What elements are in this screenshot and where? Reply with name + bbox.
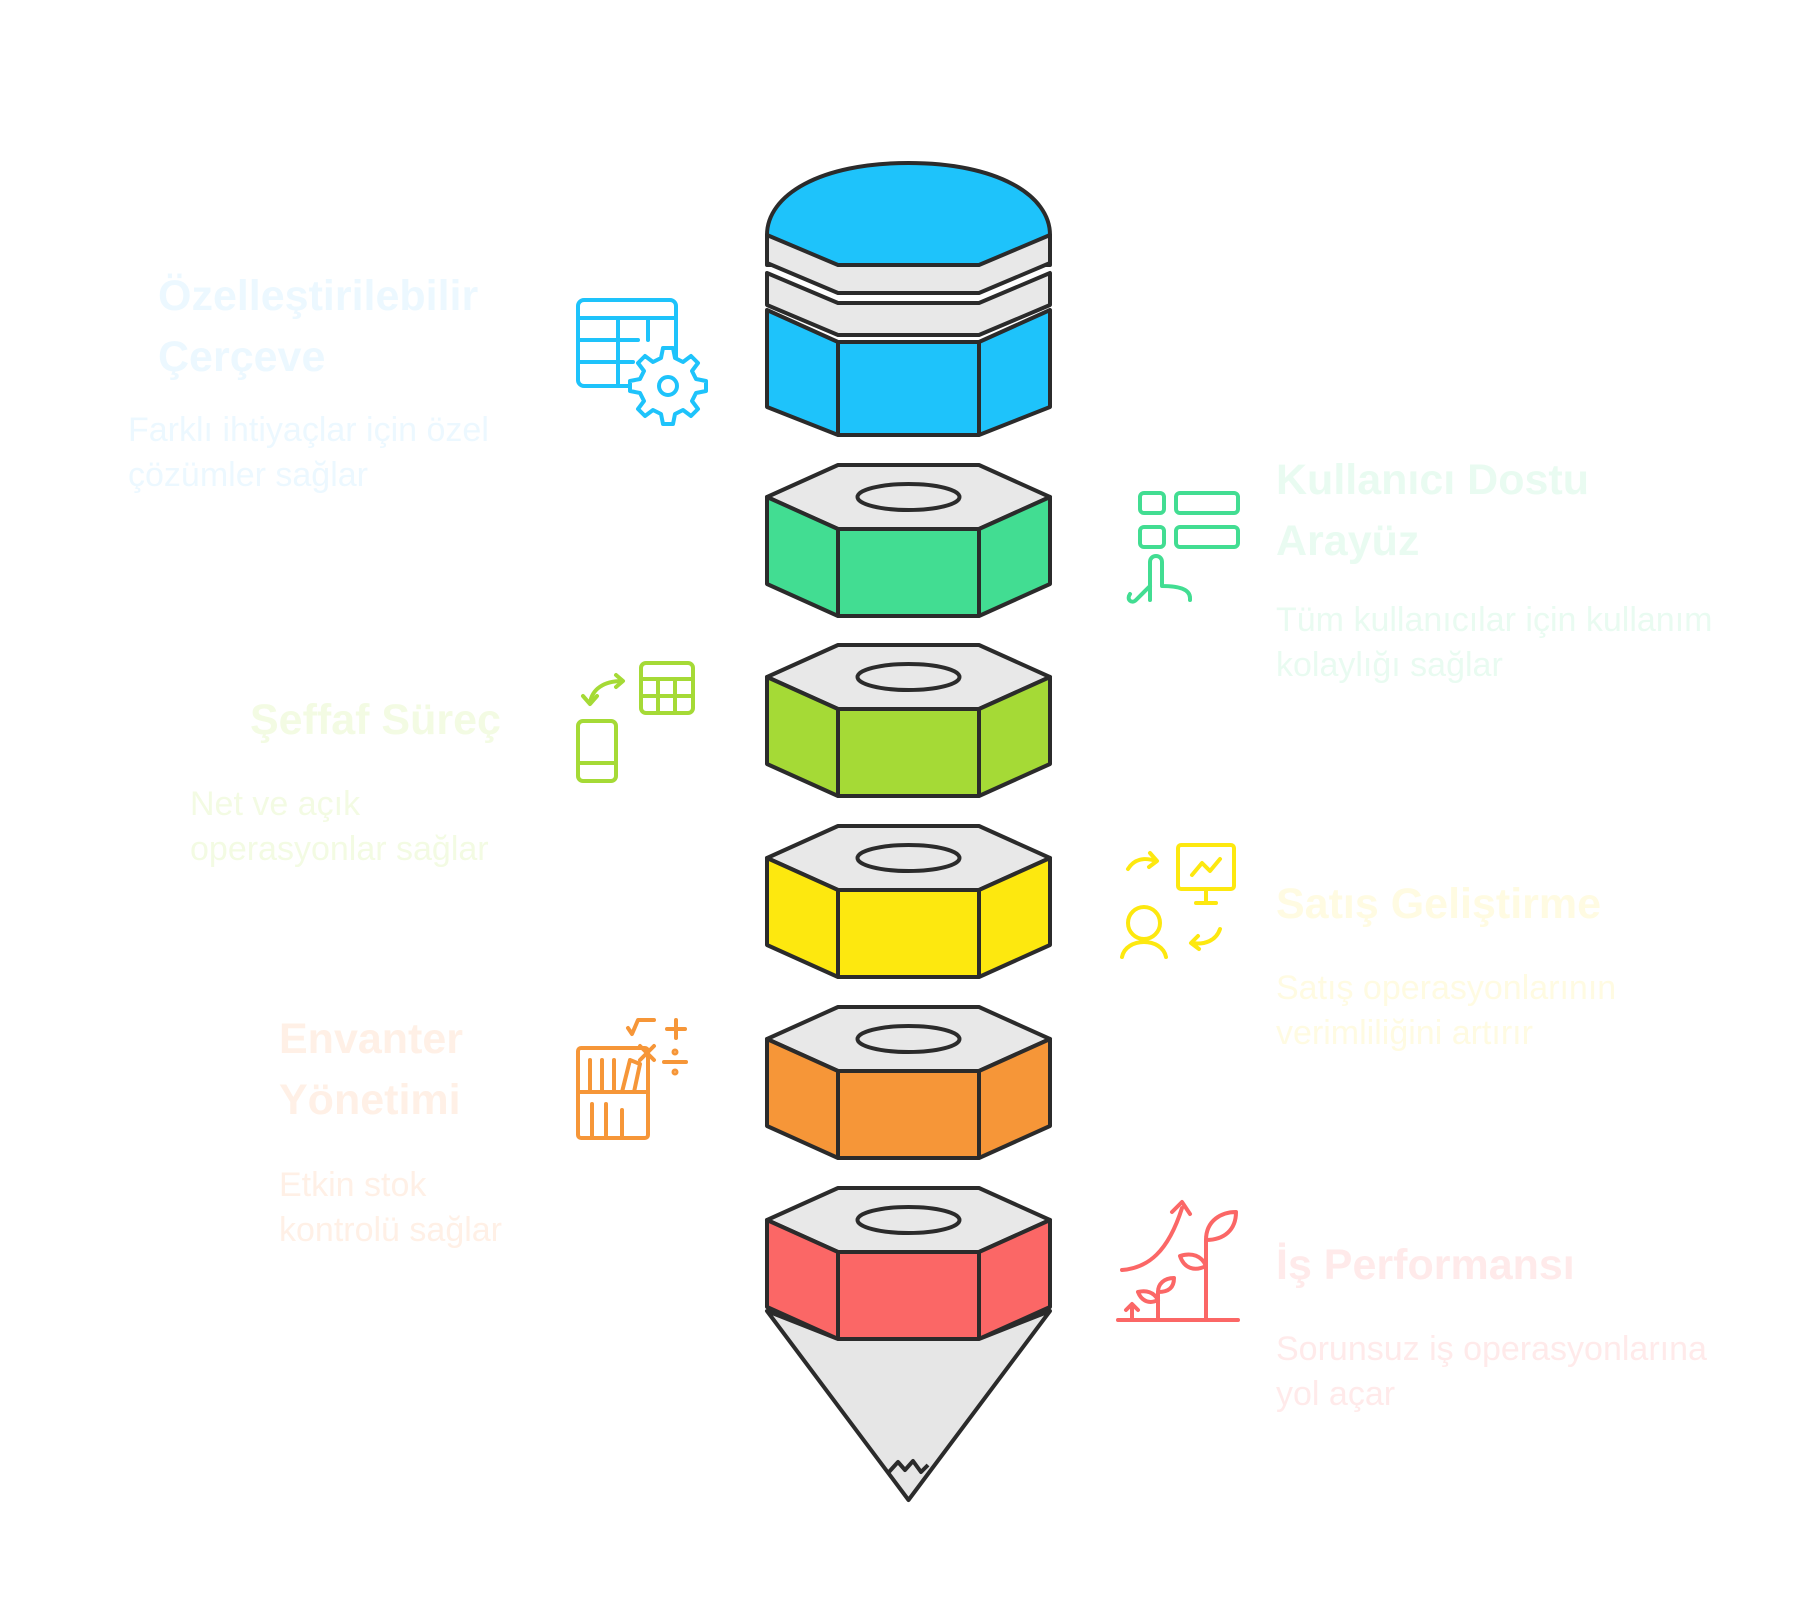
nut-hole	[855, 1024, 962, 1054]
step-4-description: Satış operasyonlarının verimliliğini artı…	[1276, 966, 1746, 1056]
ferrule-band	[765, 271, 1052, 337]
step-description-line: verimliliğini artırır	[1276, 1014, 1533, 1052]
nut-4	[765, 824, 1052, 979]
tip-cone	[765, 1309, 1052, 1502]
step-description-line: Etkin stok	[279, 1166, 427, 1204]
growth-plant-icon	[1116, 1200, 1240, 1322]
nut-hole	[855, 843, 962, 873]
step-description-line: yol açar	[1276, 1375, 1396, 1413]
nut-5	[765, 1005, 1052, 1160]
pencil-tip	[765, 1309, 1052, 1502]
step-6-description: Sorunsuz iş operasyonlarına yol açar	[1276, 1327, 1776, 1417]
step-5-description: Etkin stok kontrolü sağlar	[279, 1163, 579, 1253]
step-description-line: Tüm kullanıcılar için kullanım	[1276, 601, 1713, 639]
step-title-line: Envanter	[279, 1015, 464, 1063]
step-3-title: Şeffaf Süreç	[250, 690, 501, 751]
touch-interface-icon	[1126, 491, 1240, 604]
step-title-line: Çerçeve	[158, 333, 326, 381]
step-6-title: İş Performansı	[1276, 1235, 1575, 1296]
step-1-description: Farklı ihtiyaçlar için özel çözümler sağl…	[128, 408, 548, 498]
eraser-cap	[765, 161, 1052, 437]
step-title-line: Özelleştirilebilir	[158, 272, 479, 320]
ferrule-band	[765, 233, 1052, 295]
sales-presentation-icon	[1120, 843, 1236, 959]
inventory-math-icon	[576, 1018, 688, 1140]
device-sync-icon	[576, 661, 695, 783]
nut-3	[765, 643, 1052, 798]
step-description-line: çözümler sağlar	[128, 456, 368, 494]
nut-2	[765, 463, 1052, 618]
table-settings-icon	[576, 298, 708, 426]
step-title-line: Yönetimi	[279, 1076, 461, 1124]
step-4-title: Satış Geliştirme	[1276, 874, 1601, 935]
step-description-line: Farklı ihtiyaçlar için özel	[128, 411, 489, 449]
nut-6	[765, 1186, 1052, 1341]
step-title-line: Arayüz	[1276, 517, 1420, 565]
step-description-line: Sorunsuz iş operasyonlarına	[1276, 1330, 1707, 1368]
nut-hole	[855, 1205, 962, 1235]
step-description-line: Satış operasyonlarının	[1276, 969, 1617, 1007]
step-2-description: Tüm kullanıcılar için kullanım kolaylığı …	[1276, 598, 1776, 688]
step-3-description: Net ve açık operasyonlar sağlar	[190, 782, 510, 872]
tip-graphite-edge	[886, 1459, 930, 1475]
step-title-line: Kullanıcı Dostu	[1276, 456, 1589, 504]
step-description-line: kolaylığı sağlar	[1276, 646, 1503, 684]
step-title-line: Satış Geliştirme	[1276, 880, 1602, 928]
step-description-line: operasyonlar sağlar	[190, 830, 489, 868]
eraser-dome	[765, 161, 1052, 267]
step-title-line: Şeffaf Süreç	[250, 696, 501, 744]
nut-hole	[855, 662, 962, 692]
step-title-line: İş Performansı	[1276, 1241, 1575, 1289]
step-description-line: Net ve açık	[190, 785, 361, 823]
nut-hole	[855, 482, 962, 512]
step-description-line: kontrolü sağlar	[279, 1211, 503, 1249]
